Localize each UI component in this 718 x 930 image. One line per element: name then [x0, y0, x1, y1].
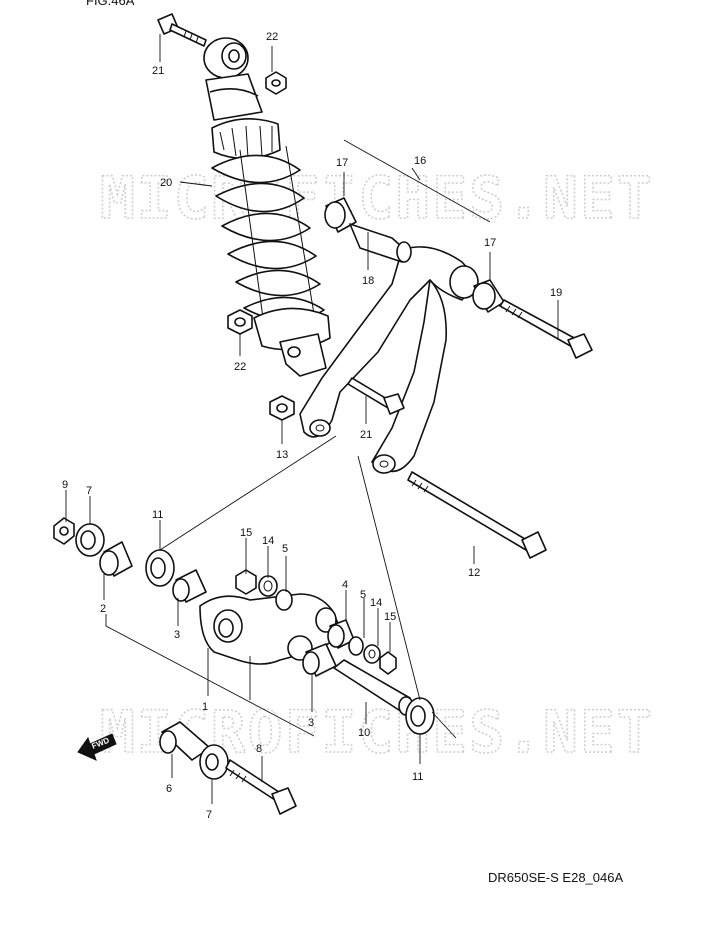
bushing-17-top	[324, 197, 357, 233]
ref-2: 2	[100, 603, 106, 615]
reference-numbers: 21 22 20 22 13 17 16 17 18 19 21 12 9 7 …	[62, 31, 562, 821]
cushion-rod	[299, 246, 479, 474]
ref-22-top: 22	[266, 31, 278, 43]
ref-13: 13	[276, 449, 288, 461]
ref-3-right: 3	[308, 717, 314, 729]
seal-5-left	[275, 589, 293, 611]
washer-14-left	[258, 575, 278, 597]
bolt-19	[499, 299, 593, 359]
ref-17-right: 17	[484, 237, 496, 249]
seal-5-right	[348, 636, 364, 656]
leader-lines	[65, 34, 559, 804]
washer-7-left	[75, 523, 105, 557]
ref-6: 6	[166, 783, 172, 795]
shock-absorber	[203, 37, 331, 377]
ref-22-lower: 22	[234, 361, 246, 373]
figure-header: FIG.46A	[86, 0, 135, 8]
ref-14-right: 14	[370, 597, 382, 609]
ref-11-right: 11	[412, 771, 423, 783]
ref-4: 4	[342, 579, 348, 591]
forward-arrow-icon: FWD	[77, 733, 117, 761]
bushing-11-right	[405, 697, 435, 735]
ref-14-left: 14	[262, 535, 274, 547]
ref-10: 10	[358, 727, 370, 739]
ref-5-right: 5	[360, 589, 366, 601]
washer-7-bottom	[199, 744, 229, 780]
nut-top	[265, 71, 287, 95]
cushion-lever	[199, 593, 341, 665]
bolt-21-mid	[347, 377, 405, 415]
bolt-12	[407, 471, 547, 559]
watermark-top: MICROFICHES.NET	[100, 164, 654, 232]
ref-19: 19	[550, 287, 562, 299]
nut-lower	[227, 309, 253, 335]
bearing-3-right	[302, 643, 337, 677]
ref-16: 16	[414, 155, 426, 167]
bushing-11-left	[145, 549, 175, 587]
collar-2	[99, 541, 133, 577]
ref-5-left: 5	[282, 543, 288, 555]
ref-17-left: 17	[336, 157, 348, 169]
collar-6	[159, 721, 211, 761]
sleeve-18	[349, 223, 412, 263]
bolt-8	[225, 759, 297, 815]
ref-21-mid: 21	[360, 429, 372, 441]
ref-1: 1	[202, 701, 208, 713]
ref-12: 12	[468, 567, 480, 579]
ref-15-left: 15	[240, 527, 252, 539]
ref-3-left: 3	[174, 629, 180, 641]
ref-7-left: 7	[86, 485, 92, 497]
nut-9	[53, 517, 75, 545]
ref-9: 9	[62, 479, 68, 491]
bushing-17-right	[472, 279, 505, 313]
ref-8: 8	[256, 743, 262, 755]
ref-15-right: 15	[384, 611, 396, 623]
nut-13	[269, 395, 295, 421]
ref-21-top: 21	[152, 65, 164, 77]
nut-15-right	[379, 651, 397, 675]
washer-14-right	[363, 644, 381, 664]
ref-11-left: 11	[152, 509, 163, 521]
ref-7-bottom: 7	[206, 809, 212, 821]
bearing-3-left	[172, 569, 207, 603]
ref-20: 20	[160, 177, 172, 189]
ref-18: 18	[362, 275, 374, 287]
top-bolt	[157, 13, 207, 47]
drawing-code: DR650SE-S E28_046A	[488, 870, 623, 885]
